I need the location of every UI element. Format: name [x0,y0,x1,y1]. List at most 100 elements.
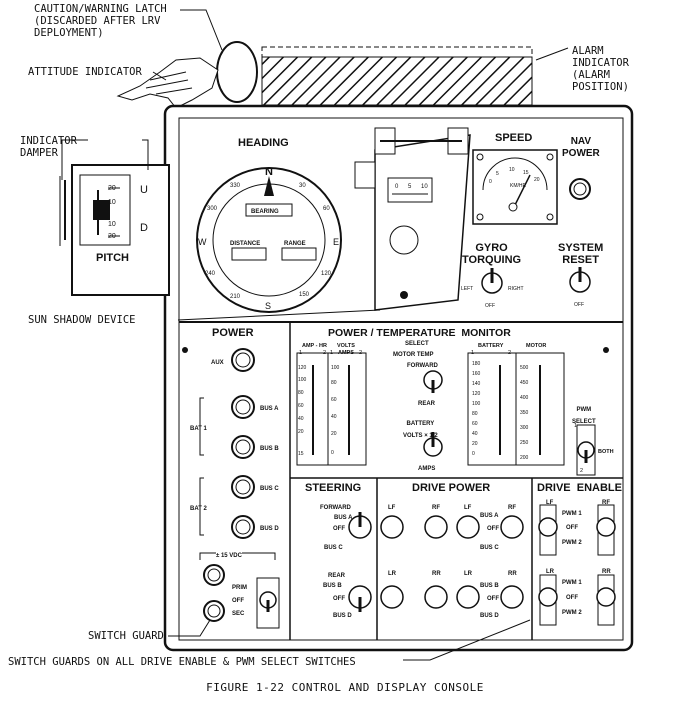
select-label: SELECT [405,341,429,347]
amp-tick-0: 120 [298,365,307,371]
pitch-up: U [140,184,148,196]
sun-shadow-device [354,127,471,311]
batt-tick-2: 140 [472,381,481,387]
pitch-tick-1: 20 [108,185,116,192]
dp-bus-c: BUS C [480,545,499,551]
compass-e: E [333,237,340,247]
speed-meter [472,149,558,225]
motor-tick-6: 200 [520,455,529,461]
amp-hr-label: AMP - HR [302,343,327,349]
dp-bus-d: BUS D [480,613,499,619]
dp-lf-1: LF [388,505,396,511]
dp-lr-1: LR [388,571,396,577]
volts-2: 2 [359,350,363,356]
nav-power-label: NAV POWER [562,136,600,159]
speed-tick-0: 0 [489,179,492,185]
battery-volts-label: BATTERY VOLTS × 1/2 [403,421,438,439]
volts-label: VOLTS [337,343,355,349]
pitch-indicator [59,164,170,296]
amp-tick-6: 15 [298,451,304,457]
pitch-tick-2: 10 [108,199,116,206]
volts-1: 1 [330,350,334,356]
speed-tick-15: 15 [523,170,529,176]
de-pwm2-b: PWM 2 [562,610,582,616]
de-lr: LR [546,569,554,575]
dp-rr-1: RR [432,571,441,577]
compass-240: 240 [205,271,216,277]
gyro-label: GYRO TORQUING [462,242,522,266]
volt-tick-4: 20 [331,431,337,437]
motor-tick-3: 350 [520,410,529,416]
indicator-damper-label: INDICATOR DAMPER [20,135,77,159]
system-reset-label: SYSTEM RESET [558,242,604,266]
compass-150: 150 [299,292,310,298]
de-rf: RF [602,500,610,506]
sec-label: SEC [232,611,245,617]
pwm-select-label: PWM SELECT [572,407,596,425]
speed-title: SPEED [495,132,533,144]
amp-hr-2: 2 [323,350,327,356]
steer-bus-b: BUS B [323,583,342,589]
batt-tick-3: 120 [472,391,481,397]
steer-off-1: OFF [333,526,345,532]
motor-tick-1: 450 [520,380,529,386]
pwm-both: BOTH [598,449,614,455]
batt-tick-8: 20 [472,441,478,447]
bus-d-label: BUS D [260,526,279,532]
bus-b-label: BUS B [260,446,279,452]
steer-bus-d: BUS D [333,613,352,619]
monitor-meters [296,347,609,476]
compass-330: 330 [230,183,241,189]
motor-tick-5: 250 [520,440,529,446]
compass-30: 30 [299,183,306,189]
motor-tick-2: 400 [520,395,529,401]
leader-lines [61,9,569,661]
speed-tick-5: 5 [496,171,499,177]
de-pwm1-b: PWM 1 [562,580,582,586]
drive-power-title: DRIVE POWER [412,482,491,494]
sun-shadow-label: SUN SHADOW DEVICE [28,314,136,326]
pitch-tick-4: 20 [108,233,116,240]
alarm-indicator-label: ALARM INDICATOR (ALARM POSITION) [572,45,629,93]
caution-latch [216,41,258,103]
compass-210: 210 [230,294,241,300]
attitude-indicator-label: ATTITUDE INDICATOR [28,66,142,78]
figure-caption: FIGURE 1-22 CONTROL AND DISPLAY CONSOLE [206,681,484,694]
bus-c-label: BUS C [260,486,279,492]
compass-300: 300 [207,206,218,212]
steer-bus-a: BUS A [334,515,353,521]
battery-1: 1 [471,350,475,356]
bearing-label: BEARING [251,209,279,215]
batt-tick-9: 0 [472,451,475,457]
battery-2: 2 [508,350,512,356]
de-pwm1-a: PWM 1 [562,511,582,517]
distance-label: DISTANCE [230,241,261,247]
compass-60: 60 [323,206,330,212]
batt-tick-1: 160 [472,371,481,377]
steer-forward: FORWARD [320,505,351,511]
bat1-label: BAT 1 [190,426,207,432]
compass-n: N [265,166,273,178]
select-amps: AMPS [418,466,436,472]
gyro-off: OFF [485,303,495,309]
pitch-down: D [140,222,148,234]
compass-s: S [265,301,272,311]
steer-bus-c: BUS C [324,545,343,551]
motor-label: MOTOR [526,343,547,349]
dp-rf-2: RF [508,505,516,511]
gyro-right: RIGHT [508,286,524,292]
pwm-select-1: 1 [574,423,578,429]
de-lf: LF [546,500,554,506]
motor-tick-4: 300 [520,425,529,431]
batt-tick-6: 60 [472,421,478,427]
switch-guard-label: SWITCH GUARD [88,630,164,642]
batt-tick-0: 180 [472,361,481,367]
steer-rear: REAR [328,573,346,579]
pitch-tick-3: 10 [108,221,116,228]
dp-off-1: OFF [487,526,499,532]
select-forward: FORWARD [407,363,438,369]
dp-off-2: OFF [487,596,499,602]
de-pwm2-a: PWM 2 [562,540,582,546]
heading-compass [196,167,342,313]
amp-tick-3: 60 [298,403,304,409]
